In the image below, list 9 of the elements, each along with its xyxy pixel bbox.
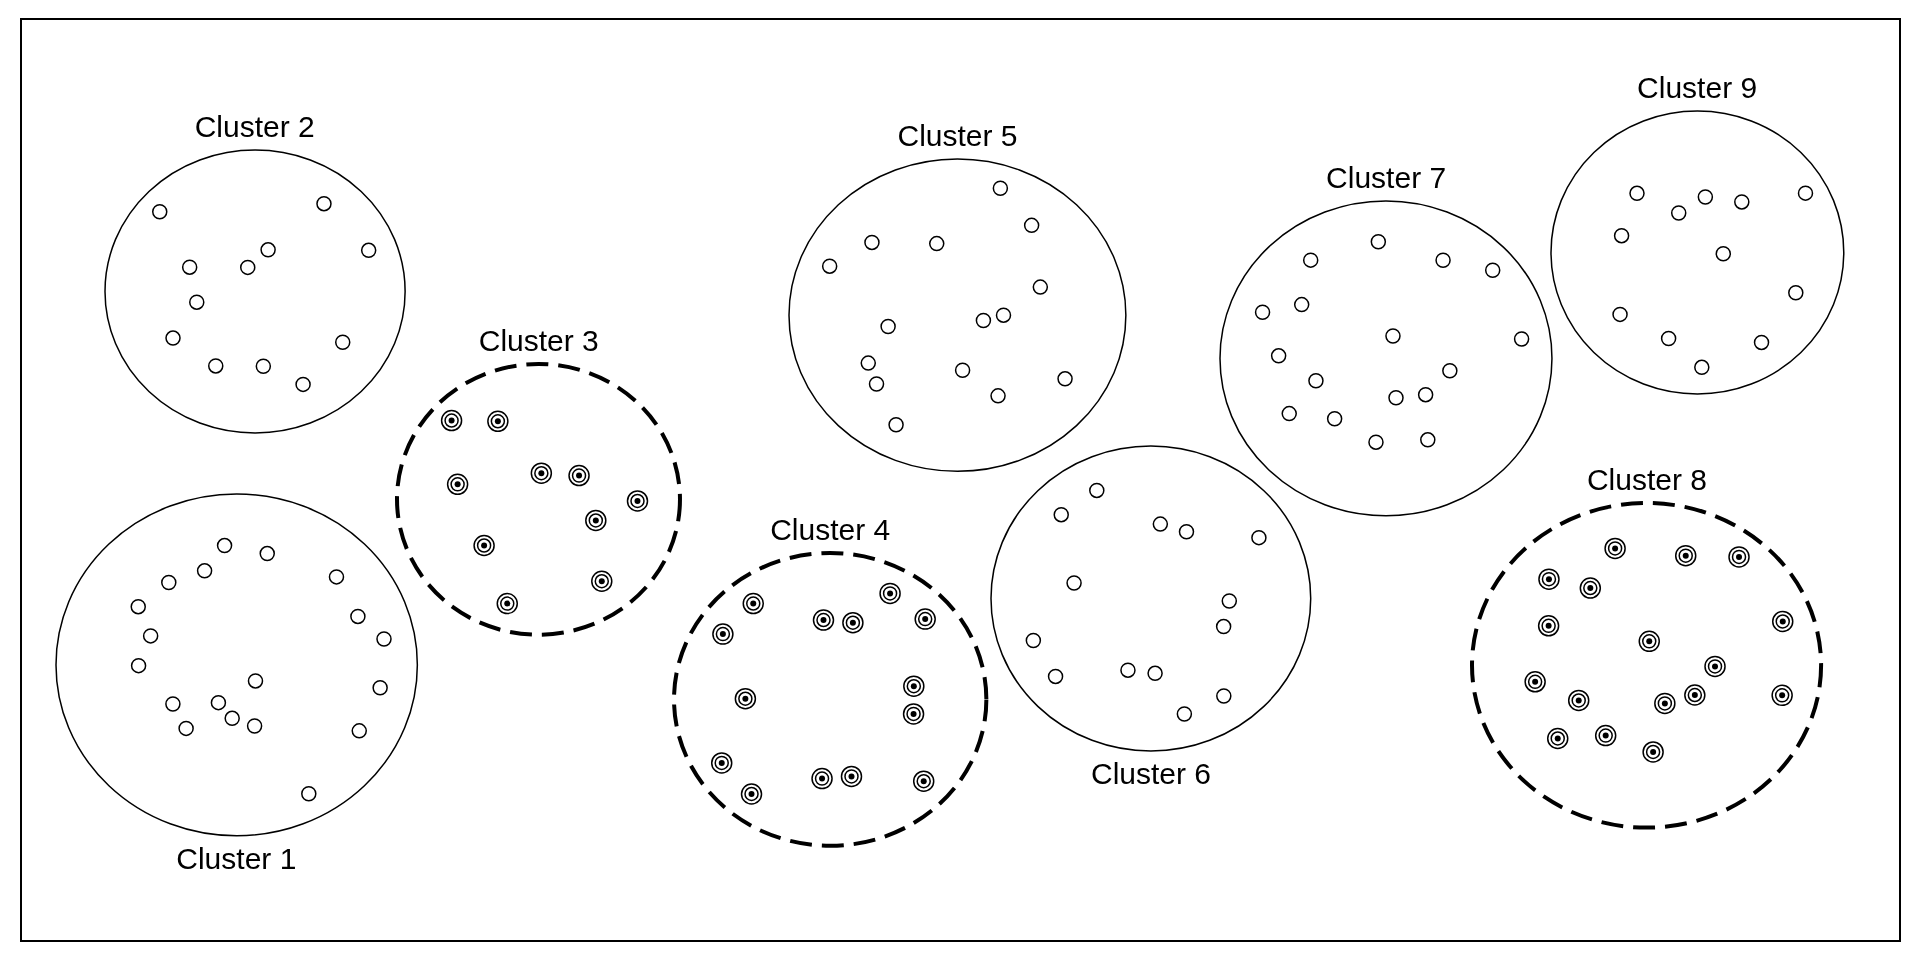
cluster-label: Cluster 3 (478, 323, 599, 360)
cluster-label: Cluster 7 (1326, 160, 1447, 197)
cluster-label: Cluster 8 (1586, 461, 1707, 498)
cluster-label: Cluster 1 (176, 840, 297, 877)
cluster-label: Cluster 9 (1637, 69, 1758, 106)
cluster-label: Cluster 5 (897, 117, 1018, 154)
cluster-label: Cluster 6 (1091, 756, 1212, 793)
cluster-label: Cluster 4 (770, 511, 891, 548)
cluster-label: Cluster 2 (194, 108, 315, 145)
